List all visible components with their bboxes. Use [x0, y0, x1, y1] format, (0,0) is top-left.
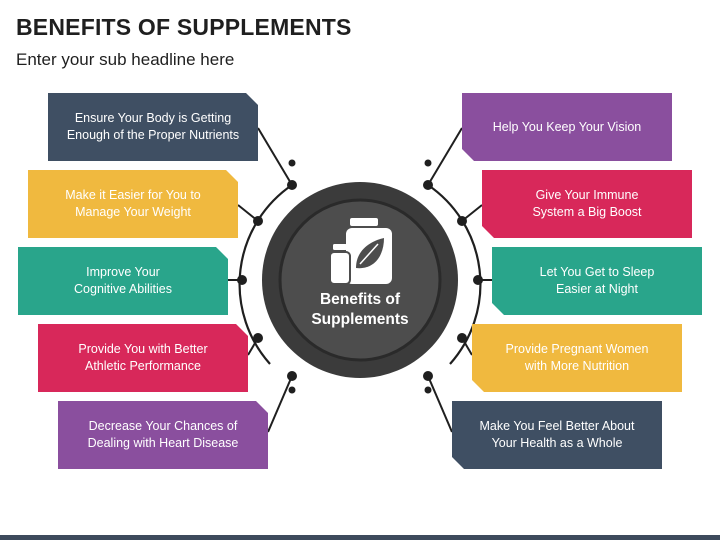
connector-line [257, 127, 293, 186]
arc-end-dot [288, 159, 296, 167]
benefit-text-line2: Easier at Night [556, 282, 638, 296]
connector-dot [253, 333, 263, 343]
benefit-text-line1: Improve Your [86, 265, 160, 279]
page-title: BENEFITS OF SUPPLEMENTS [16, 14, 352, 40]
benefit-text-line2: System a Big Boost [532, 205, 642, 219]
benefit-text-line1: Decrease Your Chances of [88, 419, 238, 433]
benefit-text-line2: Your Health as a Whole [491, 436, 623, 450]
connector-dot [457, 216, 467, 226]
benefit-text-line1: Ensure Your Body is Getting [74, 111, 232, 125]
connector-dot [423, 371, 433, 381]
benefit-text-line2: Cognitive Abilities [74, 282, 172, 296]
benefit-box-weight: Make it Easier for You to Manage Your Wei… [28, 170, 238, 238]
benefit-text-line1: Make You Feel Better About [479, 419, 635, 433]
connector-line [267, 375, 293, 433]
benefit-text-line1: Give Your Immune [535, 188, 639, 202]
right-arc [427, 184, 482, 365]
center-label-line2: Supplements [311, 311, 409, 328]
page-subtitle: Enter your sub headline here [16, 50, 235, 69]
benefit-text-line2: Athletic Performance [84, 359, 202, 373]
benefit-text-line1: Provide You with Better [78, 342, 208, 356]
arc-end-dot [424, 159, 432, 167]
benefit-text-line1: Let You Get to Sleep [539, 265, 655, 279]
benefit-box-pregnancy: Provide Pregnant Women with More Nutritio… [472, 324, 682, 392]
benefit-text-line1: Provide Pregnant Women [505, 342, 649, 356]
arc-end-dot [424, 386, 432, 394]
connector-line [427, 375, 453, 433]
benefit-text-line1: Help You Keep Your Vision [492, 119, 642, 134]
connector-line [427, 127, 463, 186]
center-label-line1: Benefits of [319, 291, 401, 308]
left-arc [238, 184, 293, 365]
benefit-box-heart: Decrease Your Chances of Dealing with Hea… [58, 401, 268, 469]
benefit-text-line2: Manage Your Weight [75, 205, 191, 219]
benefit-box-vision: Help You Keep Your Vision [462, 93, 672, 161]
connector-dot [473, 275, 483, 285]
benefit-text-line1: Make it Easier for You to [65, 188, 201, 202]
supplement-bottles-leaf-icon [329, 218, 392, 285]
benefit-text-line2: Dealing with Heart Disease [87, 436, 239, 450]
connector-dot [287, 371, 297, 381]
footer-bar [0, 535, 720, 540]
arc-end-dot [288, 386, 296, 394]
connector-dot [457, 333, 467, 343]
connector-dot [423, 180, 433, 190]
center-label: Benefits of Supplements [300, 290, 420, 330]
connector-dot [237, 275, 247, 285]
connector-dot [287, 180, 297, 190]
benefit-text-line2: with More Nutrition [524, 359, 630, 373]
connector-dot [253, 216, 263, 226]
benefit-text-line2: Enough of the Proper Nutrients [66, 128, 240, 142]
